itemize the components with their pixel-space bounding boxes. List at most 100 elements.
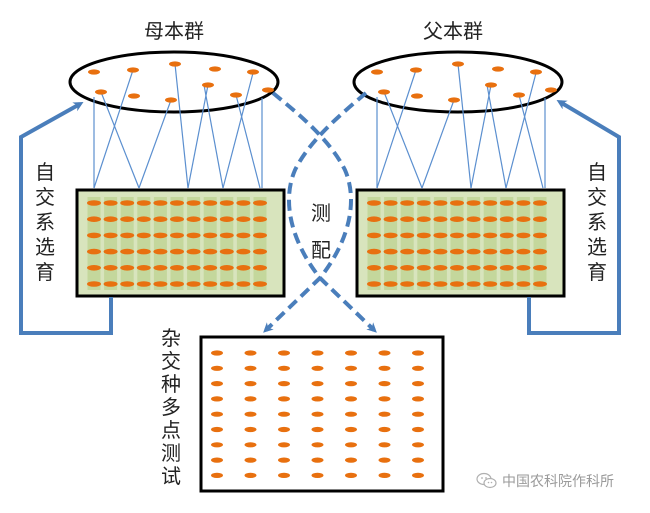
right-selfing-label: 自交系选育 (587, 160, 607, 284)
selection-line (174, 63, 189, 189)
inbred-plant (416, 248, 431, 255)
plant-row-strip (153, 197, 167, 290)
testcross-arrow-left-to-hybrid (263, 91, 353, 333)
male-pool-plants (371, 61, 557, 103)
selection-lines-right (376, 63, 546, 189)
hybrid-plant (378, 350, 391, 356)
inbred-plant (483, 232, 498, 239)
selection-line (486, 84, 507, 189)
inbred-plant (136, 200, 151, 206)
pool-plant (127, 67, 139, 73)
plant-row-strip (187, 197, 201, 290)
plant-row-strip (533, 197, 547, 290)
inbred-plant (170, 248, 184, 255)
hybrid-plant (345, 411, 357, 417)
plant-row-strip (384, 197, 398, 290)
hybrid-plant (278, 472, 290, 478)
inbred-plant (120, 232, 135, 239)
inbred-plant (433, 281, 448, 287)
pool-plant (262, 87, 274, 93)
inbred-field-left (75, 188, 286, 298)
inbred-plant (483, 216, 498, 222)
inbred-plant (483, 265, 498, 271)
testcross-label-1: 测 (311, 201, 331, 225)
inbred-plant (383, 265, 398, 271)
inbred-plant (153, 281, 168, 287)
hybrid-plant (311, 381, 324, 387)
inbred-plant (416, 281, 431, 287)
pool-plant (485, 82, 497, 88)
hybrid-plant (412, 350, 424, 356)
hybrid-plant (345, 381, 357, 387)
hybrid-plant (311, 365, 324, 371)
hybrid-trial-label: 杂交种多点测试 (161, 326, 181, 488)
inbred-plant (219, 232, 234, 239)
inbred-plant (136, 265, 151, 271)
selection-line (100, 91, 140, 189)
inbred-plant (87, 281, 101, 287)
inbred-plant (416, 232, 431, 239)
hybrid-plant (311, 442, 324, 448)
watermark-text: 中国农科院作科所 (502, 474, 614, 490)
inbred-plant (186, 232, 201, 239)
hybrid-plant (345, 426, 357, 433)
inbred-plant (253, 232, 267, 239)
plant-row-strip (104, 197, 118, 290)
inbred-plant (516, 216, 531, 222)
inbred-plant (203, 232, 218, 239)
left-selfing-loop-arrow (19, 102, 113, 335)
inbred-plant (516, 232, 531, 239)
hybrid-plant (378, 365, 391, 371)
inbred-plant (466, 281, 481, 287)
inbred-plant (136, 216, 151, 222)
hybrid-plant (412, 411, 424, 417)
hybrid-plant (278, 365, 290, 371)
selection-line (187, 84, 209, 189)
pool-plant (378, 89, 390, 95)
selection-line (138, 99, 172, 189)
testcross-arrow-right-to-hybrid (287, 91, 377, 333)
hybrid-plant (244, 381, 257, 387)
pool-plant (230, 92, 242, 98)
inbred-plant (400, 248, 415, 255)
plant-row-strip (253, 197, 267, 290)
plant-row-strip (137, 197, 151, 290)
inbred-plant (383, 200, 398, 206)
pool-plant (371, 69, 383, 75)
selection-line (222, 72, 254, 189)
inbred-plant (499, 265, 514, 271)
inbred-plant (533, 265, 547, 271)
hybrid-plant (211, 396, 223, 402)
inbred-plant (170, 281, 184, 287)
hybrid-plant (211, 365, 223, 371)
plant-row-strip (220, 197, 234, 290)
inbred-plant (203, 248, 218, 255)
plant-row-strip (467, 197, 481, 290)
hybrid-plant (278, 396, 290, 402)
selection-line (457, 63, 472, 189)
plant-row-strip (87, 197, 101, 290)
inbred-plant (120, 200, 135, 206)
inbred-plant (103, 265, 118, 271)
inbred-plant (219, 281, 234, 287)
hybrid-plant (311, 411, 324, 417)
inbred-plant (219, 248, 234, 255)
hybrid-plant (378, 396, 391, 402)
right-selfing-loop-arrow (527, 99, 621, 335)
hybrid-trial-field (199, 335, 445, 493)
plant-row-strip (400, 197, 414, 290)
inbred-plant (236, 265, 251, 271)
inbred-plant (383, 232, 398, 239)
hybrid-plant (378, 381, 391, 387)
hybrid-plant (244, 472, 257, 478)
inbred-plant (120, 216, 135, 222)
inbred-plant (87, 248, 101, 255)
inbred-plant (400, 281, 415, 287)
male-pool (352, 50, 564, 114)
hybrid-plant (211, 472, 223, 478)
inbred-plant (433, 216, 448, 222)
inbred-plant (203, 216, 218, 222)
hybrid-plant (345, 350, 357, 356)
pool-plant (530, 69, 542, 75)
